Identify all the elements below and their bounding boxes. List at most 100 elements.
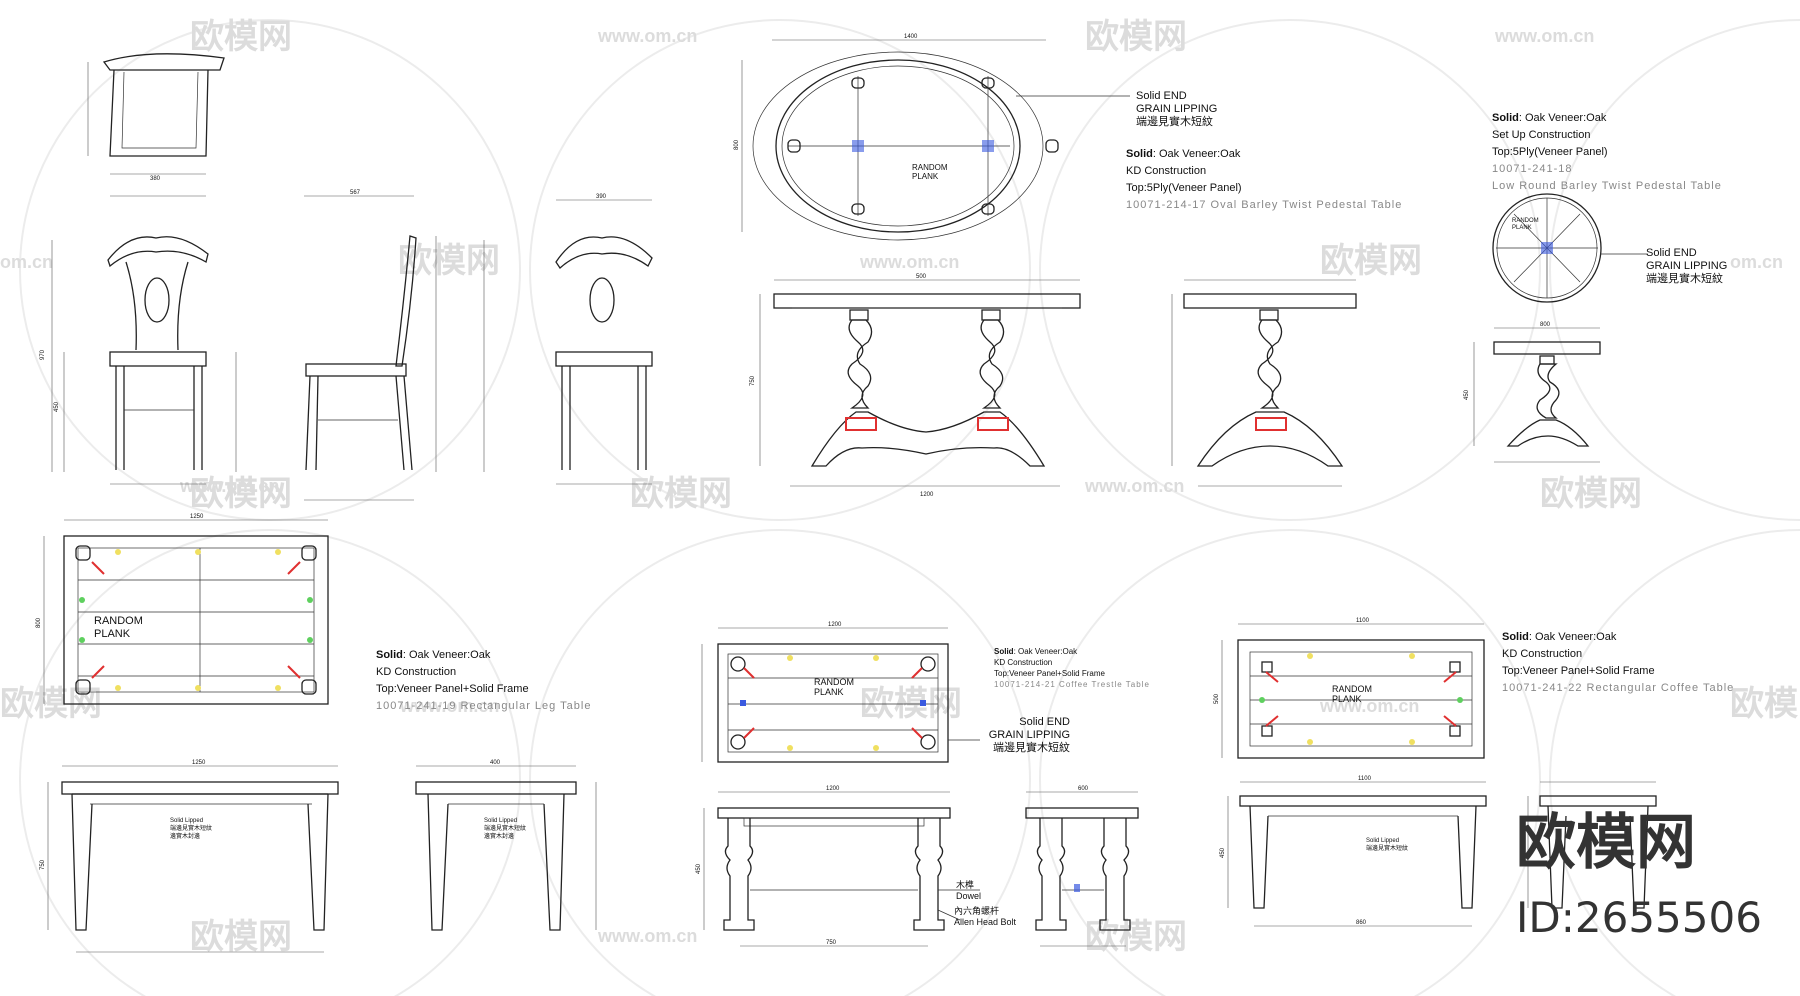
watermark-brand: 欧模网 <box>190 18 292 56</box>
rect-leg-random-plank-1: RANDOM <box>94 615 143 627</box>
spec-top: Top:Veneer Panel+Solid Frame <box>994 669 1105 678</box>
rect-leg-table-top-view: 1250 800 RANDOM PLANK <box>36 514 329 705</box>
coffee-random-plank-1: RANDOM <box>1332 684 1372 694</box>
note-line: Allen Head Bolt <box>954 917 1017 927</box>
watermark-texts: 欧模网 欧模网 www.om.cn www.om.cn 欧模网 欧模网 om.c… <box>0 18 1800 956</box>
note-line: 端邊見實木短紋 <box>1646 273 1723 285</box>
note-line: Solid END <box>1646 247 1697 259</box>
watermark-site: www.om.cn <box>597 26 697 46</box>
spec-construction: Set Up Construction <box>1492 129 1591 141</box>
spec-code: 10071-214-17 Oval Barley Twist Pedestal … <box>1126 199 1403 211</box>
dim-oval-height: 750 <box>750 375 756 386</box>
note-line: GRAIN LIPPING <box>1646 260 1728 272</box>
spec-code: 10071-214-21 Coffee Trestle Table <box>994 680 1150 689</box>
spec-code-name: Low Round Barley Twist Pedestal Table <box>1492 180 1722 192</box>
watermark-brand: 欧模网 <box>1085 18 1187 56</box>
dim-oval-base: 1200 <box>920 492 934 498</box>
watermark-brand: 欧模网 <box>1540 475 1642 513</box>
round-random-plank-1: RANDOM <box>1512 218 1539 224</box>
oval-solid-end-note: Solid END GRAIN LIPPING 端邊見實木短紋 <box>1136 90 1217 129</box>
coffee-lipped-2: 端邊見實木短紋 <box>1366 844 1408 852</box>
watermark-site: www.om.cn <box>1494 26 1594 46</box>
note-line: 內六角螺杆 <box>954 906 1000 916</box>
dim-trestle-height: 450 <box>696 863 702 874</box>
dim-oval-length: 1400 <box>904 34 918 40</box>
chair-back-view: 390 <box>483 194 653 485</box>
round-table-top-view: RANDOM PLANK <box>1492 193 1602 303</box>
watermark-site: www.om.cn <box>399 696 499 716</box>
watermark-brand: 欧模网 <box>190 918 292 956</box>
coffee-lipped-1: Solid Lipped <box>1366 838 1399 844</box>
dim-rect-leg-width: 800 <box>36 617 42 628</box>
trestle-random-plank-2: PLANK <box>814 687 844 697</box>
note-line: 端邊見實木短紋 <box>1136 116 1213 128</box>
dim-rect-leg-depth: 400 <box>490 760 501 766</box>
dim-coffee-top: 1100 <box>1358 776 1372 782</box>
note-line: Dowel <box>956 891 982 901</box>
oval-table-front-view: 500 750 1200 <box>750 274 1081 498</box>
dim-coffee-width: 500 <box>1214 693 1220 704</box>
trestle-table-front-view: 1200 450 750 <box>696 786 951 947</box>
rect-coffee-table-front-view: 1100 450 860 Solid Lipped 端邊見實木短紋 <box>1220 776 1487 927</box>
spec-rect-coffee-table: Solid: Oak Veneer:Oak KD Construction To… <box>1502 629 1734 697</box>
watermark-site: www.om.cn <box>179 476 279 496</box>
spec-trestle-table: Solid: Oak Veneer:Oak KD Construction To… <box>994 646 1150 690</box>
watermark-site: www.om.cn <box>597 926 697 946</box>
coffee-random-plank-2: PLANK <box>1332 694 1362 704</box>
oval-table-side-view <box>1171 279 1357 487</box>
spec-material: Solid: Oak Veneer:Oak <box>1126 148 1241 160</box>
watermark-site: www.om.cn <box>859 252 959 272</box>
rect-leg-lipped-2: 端邊見實木短紋 <box>170 824 212 832</box>
oval-table-top-view: 1400 800 RANDOM PLANK <box>734 34 1059 241</box>
rect-leg-lipped-3: 邊實木封邊 <box>170 832 200 840</box>
chair-top-view: 380 <box>87 53 225 182</box>
dim-trestle-depth: 600 <box>1078 786 1089 792</box>
watermark-brand: 欧模网 <box>1320 242 1422 280</box>
note-line: Solid END <box>1019 716 1070 728</box>
dim-rect-leg-length: 1250 <box>190 514 204 520</box>
note-line: 端邊見實木短紋 <box>993 742 1070 754</box>
dim-round-dia: 800 <box>1540 322 1551 328</box>
dim-chair-front-width: 380 <box>150 176 161 182</box>
watermark-site: om.cn <box>1730 252 1783 272</box>
dim-rect-leg-height: 750 <box>40 859 46 870</box>
watermark-site: om.cn <box>0 252 53 272</box>
dim-chair-seat-height: 450 <box>54 401 60 412</box>
round-table-front-view: 800 450 <box>1464 322 1601 463</box>
spec-material: Solid: Oak Veneer:Oak <box>376 649 491 661</box>
round-solid-end-note: Solid END GRAIN LIPPING 端邊見實木短紋 <box>1646 247 1727 286</box>
spec-material: Solid: Oak Veneer:Oak <box>994 647 1078 656</box>
spec-material: Solid: Oak Veneer:Oak <box>1492 112 1607 124</box>
spec-construction: KD Construction <box>1502 648 1583 660</box>
note-line: GRAIN LIPPING <box>1136 103 1218 115</box>
spec-construction: KD Construction <box>376 666 457 678</box>
spec-top: Top:Veneer Panel+Solid Frame <box>1502 665 1655 677</box>
dim-chair-depth: 567 <box>350 190 361 196</box>
dim-coffee-height: 450 <box>1220 847 1226 858</box>
dim-rect-leg-top-length: 1250 <box>192 760 206 766</box>
dim-coffee-rail: 860 <box>1356 920 1367 926</box>
rect-leg-table-front-view: 1250 750 Solid Lipped 端邊見實木短紋 邊實木封邊 <box>40 760 339 953</box>
note-line: GRAIN LIPPING <box>988 729 1070 741</box>
spec-code: 10071-241-22 Rectangular Coffee Table <box>1502 682 1735 694</box>
trestle-table-top-view: 1200 RANDOM PLANK <box>701 622 949 763</box>
rect-side-lipped-2: 端邊見實木短紋 <box>484 824 526 832</box>
dim-chair-back-width: 390 <box>596 194 607 200</box>
dim-trestle-length: 1200 <box>828 622 842 628</box>
dim-trestle-top: 1200 <box>826 786 840 792</box>
watermark-brand: 欧模网 <box>630 475 732 513</box>
spec-oval-table: Solid: Oak Veneer:Oak KD Construction To… <box>1126 146 1402 214</box>
spec-construction: KD Construction <box>1126 165 1207 177</box>
dim-trestle-rail: 750 <box>826 940 837 946</box>
rect-side-lipped-1: Solid Lipped <box>484 818 517 824</box>
trestle-random-plank-1: RANDOM <box>814 677 854 687</box>
spec-top: Top:5Ply(Veneer Panel) <box>1492 146 1608 158</box>
spec-code: 10071-241-18 <box>1492 163 1573 175</box>
dim-oval-width: 800 <box>734 139 740 150</box>
chair-side-view: 567 <box>235 190 437 501</box>
allen-bolt-note: 內六角螺杆 Allen Head Bolt <box>954 906 1016 928</box>
chair-front-view: 970 450 <box>40 195 209 485</box>
spec-top: Top:5Ply(Veneer Panel) <box>1126 182 1242 194</box>
